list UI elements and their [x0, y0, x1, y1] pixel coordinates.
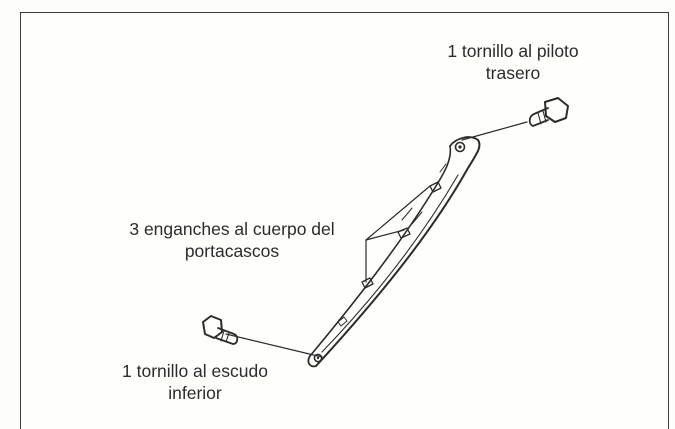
side-panel-part	[307, 136, 481, 368]
label-helmet-holder-hooks: 3 enganches al cuerpo del portacascos	[92, 218, 372, 262]
leader-lines	[225, 121, 528, 358]
label-line: portacascos	[184, 241, 280, 261]
label-line: inferior	[168, 383, 222, 403]
label-line: 3 enganches al cuerpo del	[129, 219, 335, 239]
label-line: 1 tornillo al escudo	[122, 361, 268, 381]
label-lower-shield-screw: 1 tornillo al escudo inferior	[90, 360, 300, 404]
screw-icon	[528, 97, 569, 127]
diagram-frame	[20, 12, 669, 429]
screw-icon	[202, 315, 239, 345]
label-line: 1 tornillo al piloto	[447, 41, 579, 61]
label-rear-light-screw: 1 tornillo al piloto trasero	[418, 40, 608, 84]
label-line: trasero	[485, 63, 541, 83]
